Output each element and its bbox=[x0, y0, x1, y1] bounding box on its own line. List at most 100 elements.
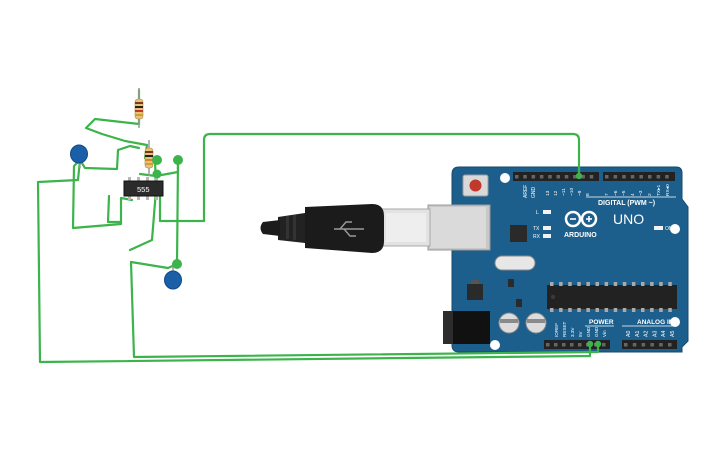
chip-pin bbox=[550, 282, 554, 286]
header-pin[interactable] bbox=[605, 175, 609, 179]
ic-pin[interactable] bbox=[137, 177, 140, 182]
header-pin[interactable] bbox=[630, 175, 635, 179]
ic-pin[interactable] bbox=[155, 195, 158, 200]
chip-pin bbox=[577, 308, 581, 312]
resistor-r2[interactable] bbox=[144, 140, 154, 176]
ic-pin[interactable] bbox=[137, 195, 140, 200]
resistor-r1[interactable] bbox=[134, 88, 144, 128]
header-pin[interactable] bbox=[641, 343, 646, 347]
analog-pin-label: A4 bbox=[661, 331, 667, 337]
arduino-model: UNO bbox=[613, 211, 644, 227]
header-pin[interactable] bbox=[578, 343, 582, 347]
analog-pin-label: A5 bbox=[670, 331, 676, 337]
led-tx bbox=[543, 226, 551, 230]
reset-button[interactable] bbox=[462, 174, 489, 197]
dc-power-jack[interactable] bbox=[443, 311, 490, 344]
chip-pin bbox=[586, 308, 590, 312]
chip-pin bbox=[668, 308, 672, 312]
junction-node[interactable] bbox=[152, 155, 162, 165]
chip-pin bbox=[568, 308, 572, 312]
junction-node[interactable] bbox=[173, 155, 183, 165]
junction-node[interactable] bbox=[172, 259, 182, 269]
header-pin[interactable] bbox=[589, 175, 594, 179]
header-pin[interactable] bbox=[546, 343, 550, 347]
chip-pin bbox=[641, 282, 645, 286]
header-pin[interactable] bbox=[648, 175, 652, 179]
mounting-hole bbox=[670, 224, 680, 234]
timer-555-ic[interactable]: 555 bbox=[123, 177, 164, 200]
header-pin[interactable] bbox=[562, 343, 566, 347]
header-pin[interactable] bbox=[515, 175, 519, 179]
header-pin[interactable] bbox=[523, 175, 527, 179]
digital-pin-label: 2 bbox=[647, 193, 653, 196]
power-pin-label: Vin bbox=[602, 330, 607, 337]
ic-pin[interactable] bbox=[155, 177, 158, 182]
power-pin-label: GND bbox=[586, 326, 591, 337]
power-label: POWER bbox=[589, 319, 614, 326]
digital-pin-label: 7 bbox=[604, 193, 610, 196]
ic-pin[interactable] bbox=[146, 195, 149, 200]
wire-junctions bbox=[152, 155, 602, 348]
power-pin-label: RESET bbox=[562, 321, 567, 337]
voltage-regulator bbox=[467, 284, 483, 300]
capacitor-c2[interactable] bbox=[164, 266, 182, 290]
arduino-brand: ARDUINO bbox=[564, 232, 597, 239]
digital-pin-label: 13 bbox=[545, 190, 551, 196]
junction-node[interactable] bbox=[594, 340, 602, 348]
header-pin[interactable] bbox=[573, 175, 577, 179]
usb-cable[interactable] bbox=[260, 204, 431, 253]
led-l bbox=[543, 210, 551, 214]
usb-b-port[interactable] bbox=[427, 204, 491, 251]
header-pin[interactable] bbox=[554, 343, 558, 347]
junction-node[interactable] bbox=[586, 340, 594, 348]
header-pin[interactable] bbox=[622, 175, 626, 179]
junction-node[interactable] bbox=[152, 169, 162, 179]
header-pin[interactable] bbox=[548, 175, 552, 179]
analog-header[interactable] bbox=[622, 340, 677, 349]
chip-pin bbox=[595, 282, 599, 286]
chip-pin bbox=[550, 308, 554, 312]
ic-pin[interactable] bbox=[128, 177, 131, 182]
on-label: ON bbox=[665, 226, 673, 232]
header-pin[interactable] bbox=[668, 343, 672, 347]
arduino-logo bbox=[564, 210, 598, 228]
digital-pin-label: 4 bbox=[630, 193, 636, 196]
header-pin[interactable] bbox=[659, 343, 663, 347]
header-pin[interactable] bbox=[556, 175, 561, 179]
chip-pin bbox=[586, 282, 590, 286]
wire-right-drop bbox=[175, 160, 180, 266]
led-rx bbox=[543, 234, 551, 238]
chip-pin bbox=[622, 308, 627, 312]
header-pin[interactable] bbox=[602, 343, 606, 347]
wire-top-loop bbox=[84, 117, 149, 160]
digital-header[interactable] bbox=[513, 172, 675, 181]
header-pin[interactable] bbox=[624, 343, 628, 347]
header-pin[interactable] bbox=[632, 343, 637, 347]
chip-pin bbox=[613, 308, 618, 312]
header-pin[interactable] bbox=[639, 175, 643, 179]
chip-pin bbox=[659, 282, 663, 286]
header-pin[interactable] bbox=[539, 175, 544, 179]
header-pin[interactable] bbox=[564, 175, 569, 179]
header-pin[interactable] bbox=[570, 343, 574, 347]
header-pin[interactable] bbox=[581, 175, 585, 179]
junction-node[interactable] bbox=[575, 172, 583, 180]
ic-pin[interactable] bbox=[128, 195, 131, 200]
header-pin[interactable] bbox=[531, 175, 536, 179]
header-pin[interactable] bbox=[650, 343, 654, 347]
header-pin[interactable] bbox=[613, 175, 618, 179]
wire-5v-loop bbox=[129, 260, 600, 359]
chip-pin bbox=[604, 282, 609, 286]
ic-pin[interactable] bbox=[146, 177, 149, 182]
electrolytic-capacitor bbox=[525, 312, 547, 334]
power-led bbox=[654, 226, 663, 230]
header-pin[interactable] bbox=[656, 175, 661, 179]
capacitor-c1[interactable] bbox=[70, 144, 88, 168]
digital-pin-label: ~6 bbox=[613, 190, 619, 196]
digital-pin-label: 8 bbox=[585, 193, 591, 196]
mounting-hole bbox=[490, 340, 500, 350]
header-pin[interactable] bbox=[665, 175, 669, 179]
digital-pin-label: ~11 bbox=[561, 188, 567, 196]
